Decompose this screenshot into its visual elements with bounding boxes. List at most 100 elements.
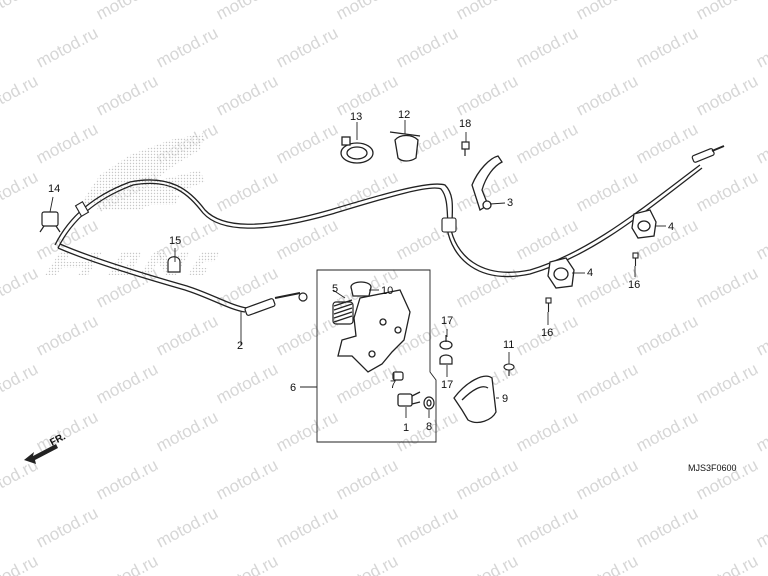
watermark-text: motod.ru <box>273 119 341 167</box>
callout-14: 14 <box>48 183 60 195</box>
watermark-text: motod.ru <box>0 71 41 119</box>
part-9-cover <box>453 375 497 424</box>
watermark-text: motod.ru <box>333 167 401 215</box>
cable-joint <box>441 217 457 233</box>
watermark-text: motod.ru <box>153 311 221 359</box>
part-4-grommet-upper <box>631 209 657 239</box>
watermark-text: motod.ru <box>573 167 641 215</box>
watermark-text: motod.ru <box>453 455 521 503</box>
watermark-text: motod.ru <box>333 71 401 119</box>
callout-10: 10 <box>381 285 393 297</box>
cable-guide-left <box>74 201 90 217</box>
watermark-text: motod.ru <box>693 71 761 119</box>
watermark-text: motod.ru <box>153 503 221 551</box>
callout-1: 1 <box>403 422 409 434</box>
watermark-text: motod.ru <box>33 503 101 551</box>
watermark-text: motod.ru <box>93 359 161 407</box>
watermark-text: motod.ru <box>273 23 341 71</box>
watermark-text: motod.ru <box>93 71 161 119</box>
watermark-text: motod.ru <box>213 71 281 119</box>
callout-5: 5 <box>332 283 338 295</box>
watermark-text: motod.ru <box>273 215 341 263</box>
callout-11: 11 <box>503 339 514 351</box>
watermark-text: motod.ru <box>333 551 401 576</box>
part-12-band <box>389 131 421 162</box>
callout-13: 13 <box>350 111 362 123</box>
callout-3: 3 <box>507 197 513 209</box>
watermark-text: motod.ru <box>753 23 768 71</box>
watermark-text: motod.ru <box>513 23 581 71</box>
watermark-text: motod.ru <box>633 407 701 455</box>
watermark-text: motod.ru <box>693 359 761 407</box>
callout-9: 9 <box>502 393 508 405</box>
watermark-text: motod.ru <box>273 311 341 359</box>
watermark-text: motod.ru <box>453 0 521 24</box>
callout-17-upper: 17 <box>441 315 453 327</box>
callout-7: 7 <box>390 379 396 391</box>
part-16-screw-left <box>545 297 552 312</box>
watermark-text: motod.ru <box>633 23 701 71</box>
watermark-text: motod.ru <box>213 0 281 24</box>
part-1-switch <box>397 391 421 407</box>
watermark-text: motod.ru <box>33 407 101 455</box>
diagram-code: MJS3F0600 <box>688 463 737 473</box>
part-7-bush <box>392 371 404 381</box>
cable-adjuster-end <box>244 292 308 316</box>
watermark-text: motod.ru <box>633 503 701 551</box>
leader-lines <box>49 120 666 418</box>
watermark-text: motod.ru <box>213 167 281 215</box>
watermark-text: motod.ru <box>213 359 281 407</box>
watermark-text: motod.ru <box>753 119 768 167</box>
callout-4-upper: 4 <box>668 221 674 233</box>
watermark-text: motod.ru <box>513 503 581 551</box>
part-14-clip <box>39 211 61 233</box>
watermark-text: motod.ru <box>0 167 41 215</box>
parking-lever-bracket <box>337 289 411 373</box>
watermark-text: motod.ru <box>273 503 341 551</box>
watermark-text: motod.ru <box>153 23 221 71</box>
part-10-cap <box>350 281 372 297</box>
watermark-text: motod.ru <box>453 71 521 119</box>
watermark-text: motod.ru <box>513 215 581 263</box>
watermark-text: motod.ru <box>333 455 401 503</box>
part-15-clip <box>167 256 181 273</box>
part-3-bracket <box>471 155 503 211</box>
watermark-text: motod.ru <box>513 407 581 455</box>
watermark-text: motod.ru <box>573 359 641 407</box>
watermark-text: motod.ru <box>93 0 161 24</box>
watermark-text: motod.ru <box>633 119 701 167</box>
watermark-text: motod.ru <box>0 263 41 311</box>
pedal-assembly-box <box>316 269 437 443</box>
watermark-text: motod.ru <box>393 23 461 71</box>
watermark-text: motod.ru <box>153 407 221 455</box>
watermark-text: motod.ru <box>0 551 41 576</box>
watermark-text: motod.ru <box>573 551 641 576</box>
watermark-text: motod.ru <box>333 0 401 24</box>
callout-8: 8 <box>426 421 432 433</box>
callout-12: 12 <box>398 109 410 121</box>
part-13-band <box>340 136 374 164</box>
watermark-text: motod.ru <box>33 119 101 167</box>
watermark-text: motod.ru <box>273 407 341 455</box>
watermark-text: motod.ru <box>753 215 768 263</box>
watermark-text: motod.ru <box>513 119 581 167</box>
callout-16-left: 16 <box>541 327 553 339</box>
watermark-text: motod.ru <box>453 551 521 576</box>
callout-16-right: 16 <box>628 279 640 291</box>
watermark-text: motod.ru <box>453 263 521 311</box>
watermark-text: motod.ru <box>633 311 701 359</box>
brake-cable <box>54 164 703 313</box>
callout-15: 15 <box>169 235 181 247</box>
watermark-text: motod.ru <box>93 455 161 503</box>
watermark-text: motod.ru <box>213 551 281 576</box>
callout-4-lower: 4 <box>587 267 593 279</box>
watermark-text: motod.ru <box>0 0 41 24</box>
watermark-text: motod.ru <box>753 311 768 359</box>
watermark-text: motod.ru <box>693 167 761 215</box>
watermark-text: motod.ru <box>0 359 41 407</box>
watermark-text: motod.ru <box>753 407 768 455</box>
part-18-bolt <box>461 141 470 156</box>
part-8-nut <box>423 396 435 410</box>
watermark-text: motod.ru <box>753 503 768 551</box>
